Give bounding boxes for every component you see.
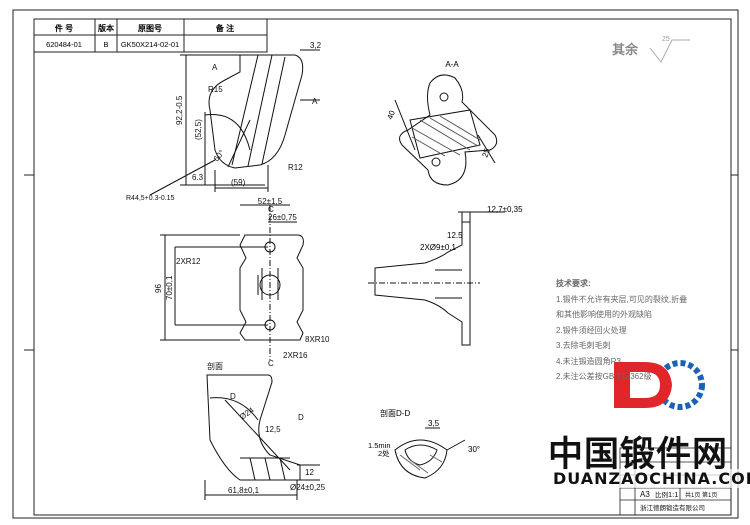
dim-dia24-025: Ø24±0,25 <box>290 483 326 492</box>
dim-8xr10: 8XR10 <box>305 335 330 344</box>
tech-req-item-1: 1.锻件不允许有夹层,可见的裂纹,折叠 <box>556 294 688 304</box>
section-mark-c-2: C <box>268 359 274 368</box>
title-scale: 1:1 <box>668 490 678 499</box>
dim-61-8: 61,8±0,1 <box>228 486 260 495</box>
dim-6-3: 6.3 <box>192 173 204 182</box>
tech-req-item-2: 和其他影响使用的外观缺陷 <box>556 310 652 319</box>
title-company: 浙江德朗锻造有限公司 <box>640 503 705 512</box>
rev-version: B <box>103 40 108 49</box>
outer-border <box>12 9 739 519</box>
dim-59: (59) <box>231 178 246 187</box>
dim-dd-2-places: 2处 <box>378 448 390 458</box>
dim-sec-12-5: 12,5 <box>265 425 281 434</box>
rev-header-part: 件 号 <box>55 23 73 33</box>
watermark-logo <box>614 360 705 410</box>
dim-92-2: 92,2-0.5 <box>175 95 184 125</box>
dim-side-12-5: 12.5 <box>447 231 463 240</box>
dim-52-15: 52±1,5 <box>258 197 283 206</box>
surface-finish-label: 其余 <box>612 42 639 57</box>
dim-dd-3-5: 3,5 <box>428 419 440 428</box>
section-mark-a-1: A <box>212 63 218 72</box>
dim-top-3-2: 3,2 <box>310 41 322 50</box>
tech-req-item-4: 3.去除毛刺毛刺 <box>556 341 611 350</box>
inner-border <box>33 18 732 516</box>
revision-table: 件 号 版本 原图号 备 注 620484-01 B GK50X214-02-0… <box>33 18 268 53</box>
dim-sec-12: 12 <box>305 468 314 477</box>
tech-req-item-3: 2.锻件须经回火处理 <box>556 325 627 335</box>
section-view <box>204 374 320 500</box>
top-view-labels: 3,2 A A R15 92,2-0.5 (52,5) 60° R12 6.3 … <box>126 41 322 202</box>
section-mark-a-2: A <box>312 97 318 106</box>
rev-header-remark: 备 注 <box>215 23 234 33</box>
tech-req-title: 技术要求: <box>556 279 591 288</box>
front-view <box>160 204 304 360</box>
dim-r12: R12 <box>288 163 303 172</box>
dim-dia24: Ø24 <box>238 405 256 421</box>
dim-2x-dia9: 2XØ9±0,1 <box>420 243 457 252</box>
watermark-brand: 中国锻件网 <box>548 435 729 475</box>
surface-finish-value: 25 <box>662 36 670 43</box>
section-mark-d-2: D <box>298 413 304 422</box>
dim-dd-1-5min: 1.5min <box>368 441 391 450</box>
dim-dd-30-deg: 30° <box>468 445 480 454</box>
title-scale-label: 比例 <box>655 490 668 499</box>
watermark-url: DUANZAOCHINA.COM <box>553 469 750 488</box>
section-mark-c-1: C <box>268 205 274 214</box>
section-title-dd: 剖面D-D <box>380 408 410 418</box>
dd-view <box>394 427 466 479</box>
section-mark-d-1: D <box>230 392 236 401</box>
dim-2xr12: 2XR12 <box>176 257 201 266</box>
title-sheet: 共1页 第1页 <box>685 491 717 499</box>
title-format: A3 <box>640 490 650 499</box>
dim-70-01: 70±0,1 <box>165 275 174 300</box>
aa-view <box>394 74 498 186</box>
dim-r15: R15 <box>208 85 223 94</box>
dim-aa-40: 40 <box>385 109 397 121</box>
rev-header-version: 版本 <box>97 23 114 33</box>
dim-12-7: 12,7±0,35 <box>487 205 523 214</box>
front-view-labels: 52±1,5 C 26±0,75 2XR12 96 70±0,1 8XR10 C… <box>154 197 330 368</box>
rev-header-original: 原图号 <box>138 24 162 33</box>
surface-finish-symbol: 25 <box>649 36 690 63</box>
rev-part-number: 620484-01 <box>46 40 82 49</box>
dim-2xr16: 2XR16 <box>283 351 308 360</box>
tech-req-item-6: 2.未注公差按GB/T12362级 <box>556 372 652 381</box>
tech-requirements: 技术要求: 1.锻件不允许有夹层,可见的裂纹,折叠 和其他影响使用的外观缺陷 2… <box>556 276 706 385</box>
side-view <box>368 211 505 346</box>
dim-96: 96 <box>154 284 163 293</box>
dim-52-5: (52,5) <box>194 119 203 140</box>
section-view-labels: 剖面 D D Ø24 12,5 12 Ø24±0,25 61,8±0,1 <box>207 361 326 495</box>
tech-req-item-5: 4.未注锻造圆角R3 <box>556 356 621 366</box>
top-view <box>149 49 320 196</box>
section-title-section: 剖面 <box>207 361 223 371</box>
dim-aa-25: 25 <box>480 147 492 159</box>
dim-26-075: 26±0,75 <box>268 213 297 222</box>
section-title-aa: A-A <box>445 60 459 69</box>
rev-original-number: GK50X214-02-01 <box>121 40 179 49</box>
dim-r44-5: R44,5+0.3-0.15 <box>126 195 175 202</box>
